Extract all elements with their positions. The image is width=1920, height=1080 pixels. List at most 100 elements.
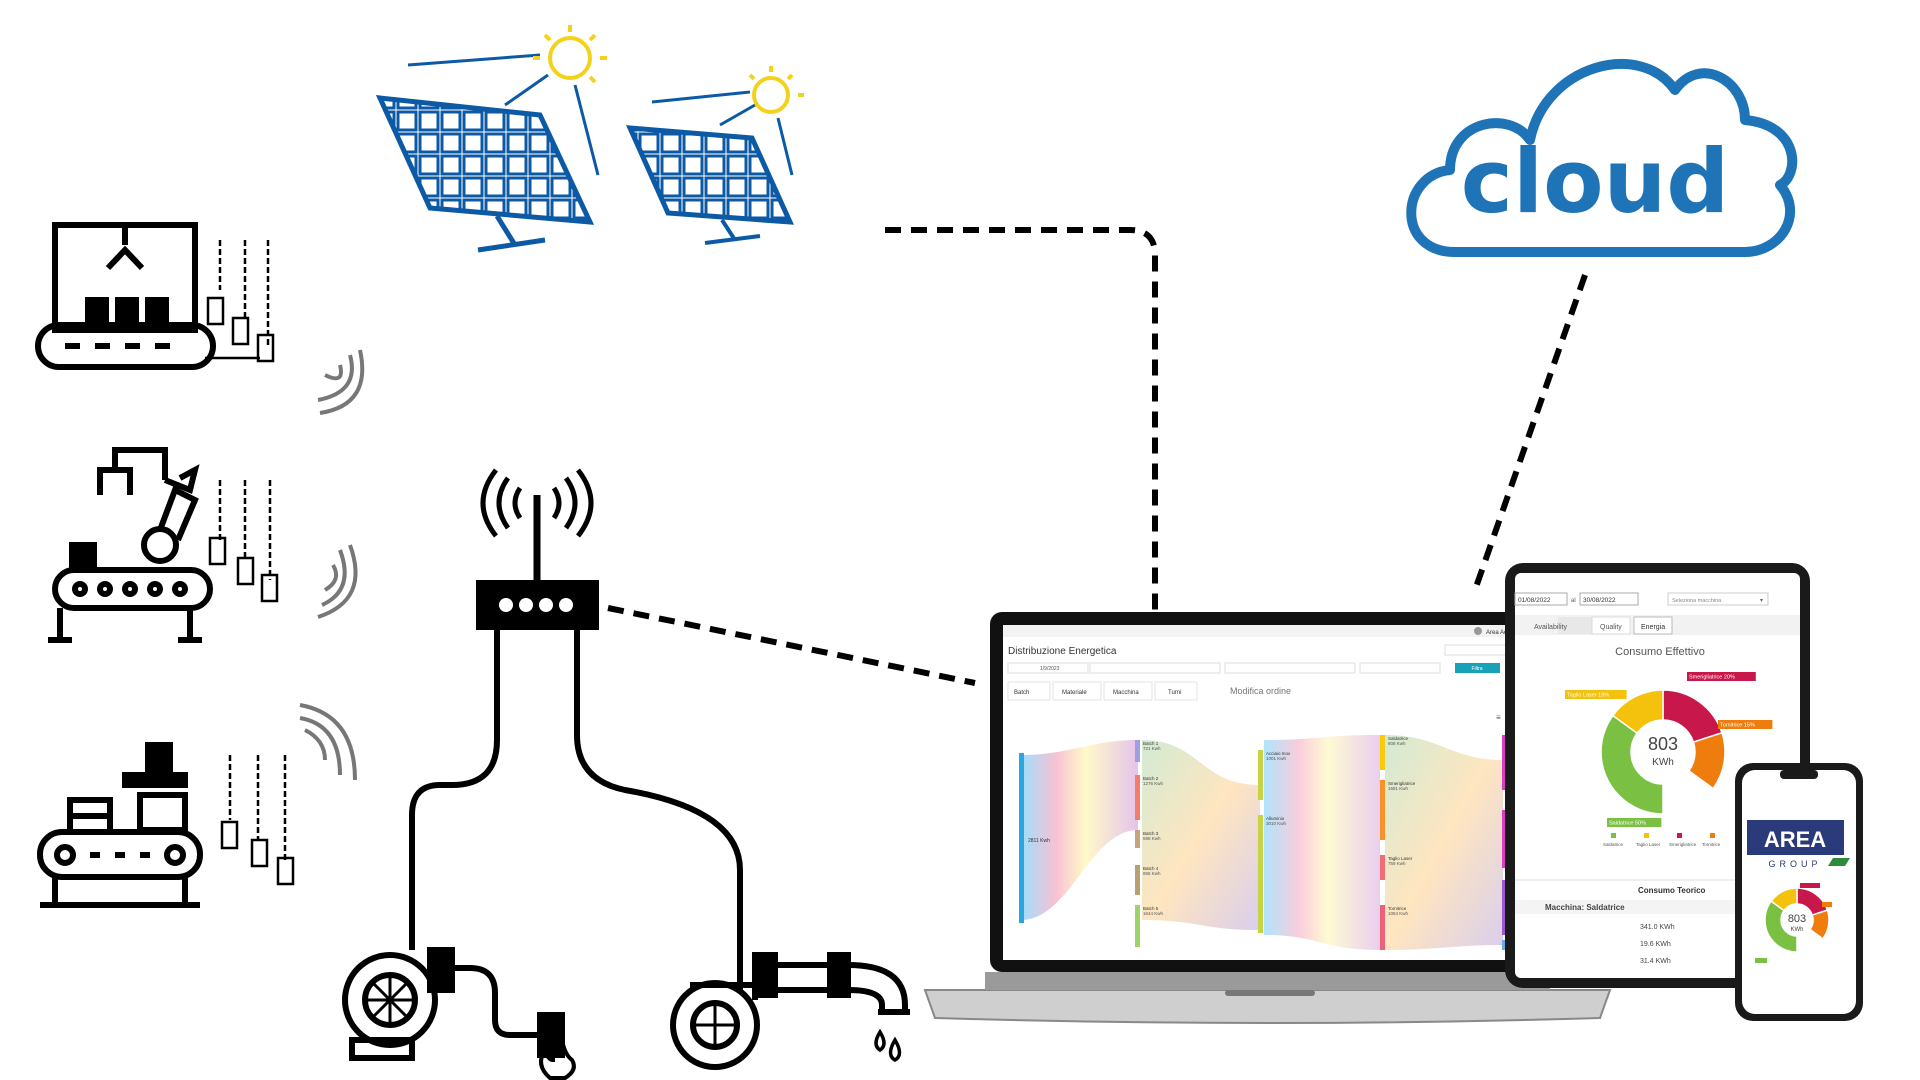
donut-slice-taglio-laser[interactable] <box>1770 887 1798 912</box>
laptop-filter-button[interactable] <box>1455 663 1500 673</box>
user-avatar-icon <box>1474 627 1482 635</box>
tablet-center-unit: KWh <box>1652 757 1674 768</box>
laptop-filter-label: Filtra <box>1471 666 1482 672</box>
legend-label: Tornitrice <box>1702 842 1721 847</box>
legend-swatch <box>1644 833 1649 838</box>
water-pump-meter-icon <box>670 952 910 1070</box>
connector-cloud-tablet <box>1472 274 1588 591</box>
laptop-tab-batch-label: Batch <box>1014 690 1029 696</box>
laptop-tab-materiale[interactable] <box>1052 681 1102 701</box>
tablet-tab-energia-label: Energia <box>1641 624 1665 631</box>
callout-badge <box>1607 818 1662 827</box>
tablet-tab-quality-label: Quality <box>1600 624 1622 631</box>
donut-slice-tornitrice[interactable] <box>1687 731 1726 790</box>
tablet-table-value-1: 341.0 KWh <box>1640 924 1675 931</box>
router-icon <box>476 468 599 630</box>
sankey-source-node[interactable] <box>1019 753 1024 923</box>
legend-swatch <box>1611 833 1616 838</box>
solar-panel-large-icon <box>375 53 600 253</box>
sankey-node-batches-0[interactable] <box>1135 740 1140 762</box>
sun-large-icon <box>533 25 607 84</box>
robotic-arm-machine-icon <box>48 447 213 643</box>
laptop-tab-batch[interactable] <box>1007 681 1051 701</box>
tablet-date-from: 01/08/2022 <box>1518 597 1551 604</box>
phone-donut-chart <box>1764 887 1830 953</box>
sankey-node-value: 1276 Kwh <box>1143 781 1164 786</box>
sankey-node-label: Batch 4 <box>1143 866 1159 871</box>
area-group-logo: AREA GROUP <box>1747 820 1850 869</box>
connector-router-laptop <box>607 605 976 686</box>
sankey-node-label: Batch 2 <box>1143 776 1159 781</box>
sankey-node-value: 1644 Kwh <box>1143 911 1164 916</box>
tablet-tab-energia[interactable] <box>1633 616 1673 635</box>
laptop-tab-macchina-label: Macchina <box>1113 690 1139 696</box>
tablet-date-to-input[interactable] <box>1579 592 1639 606</box>
tablet-table-value-3: 31.4 KWh <box>1640 958 1671 965</box>
sankey-node-batches-3[interactable] <box>1135 865 1140 895</box>
laptop-tab-bar: Batch Materiale Macchina Turni Modifica … <box>1007 681 1501 722</box>
tablet-center-value: 803 <box>1648 734 1678 754</box>
water-drops-icon <box>874 1028 902 1063</box>
laptop-shift-input[interactable] <box>1359 662 1441 674</box>
laptop-tab-turni-label: Turni <box>1168 690 1181 696</box>
laptop-date-input[interactable] <box>1007 662 1089 674</box>
sankey-node-value: 856 Kwh <box>1143 871 1161 876</box>
phone-center-value: 803 <box>1788 913 1806 925</box>
sankey-node-value: 1001 Kwh <box>1266 756 1287 761</box>
sankey-source-value: 2811 Kwh <box>1028 838 1050 844</box>
phone-center-unit: KWh <box>1790 927 1803 933</box>
laptop-tab-materiale-label: Materiale <box>1062 690 1087 696</box>
sankey-node-label: Batch 1 <box>1143 741 1159 746</box>
tablet-tab-quality[interactable] <box>1591 616 1631 635</box>
legend-label: Taglio Laser <box>1636 842 1661 847</box>
tablet-screen: 01/08/2022 al 30/08/2022 Seleziona macch… <box>1514 592 1800 965</box>
logo-area-text: AREA <box>1764 827 1826 852</box>
callout-label: Taglio Laser 15% <box>1567 693 1609 699</box>
tablet-tab-availability-label: Availability <box>1534 624 1567 631</box>
wireless-signal-2-icon <box>317 544 358 619</box>
sankey-node-machines-3[interactable] <box>1380 905 1385 950</box>
wireless-signal-3-icon <box>299 703 357 781</box>
sun-small-icon <box>748 66 804 114</box>
dashed-connectors <box>607 227 1588 686</box>
callout-badge <box>1718 720 1773 729</box>
laptop-user-name[interactable]: Area Admin <box>1486 630 1517 636</box>
sankey-node-materials-1[interactable] <box>1258 815 1263 933</box>
laptop-machine-input[interactable] <box>1089 662 1221 674</box>
laptop-tab-turni[interactable] <box>1154 681 1198 701</box>
sankey-node-shifts-0[interactable] <box>1502 735 1507 790</box>
sankey-node-shifts-3[interactable] <box>1502 940 1507 950</box>
laptop-material-input[interactable] <box>1224 662 1356 674</box>
logo-group-text: GROUP <box>1768 859 1821 869</box>
sankey-node-machines-0[interactable] <box>1380 735 1385 770</box>
tablet-machine-select[interactable] <box>1667 592 1769 606</box>
sankey-node-batches-4[interactable] <box>1135 905 1140 947</box>
callout-badge <box>1565 690 1627 699</box>
sankey-node-batches-2[interactable] <box>1135 830 1140 848</box>
tablet-callouts: Smerigliatrice 20%Taglio Laser 15%Tornit… <box>1565 672 1773 827</box>
sankey-node-shifts-1[interactable] <box>1502 810 1507 868</box>
sankey-node-label: Alluminio <box>1266 816 1285 821</box>
donut-slice-tornitrice[interactable] <box>1808 909 1830 940</box>
menu-icon[interactable]: ≡ <box>1496 713 1501 722</box>
sankey-node-machines-2[interactable] <box>1380 855 1385 880</box>
packaging-machine-icon <box>35 222 216 370</box>
sankey-node-shifts-2[interactable] <box>1502 880 1507 935</box>
sankey-node-batches-1[interactable] <box>1135 775 1140 820</box>
sankey-node-machines-1[interactable] <box>1380 780 1385 840</box>
laptop-order-label[interactable]: Modifica ordine <box>1230 686 1291 696</box>
sankey-node-value: 759 Kwh <box>1388 861 1406 866</box>
sankey-node-value: 1681 Kwh <box>1388 786 1409 791</box>
phone-screen: AREA GROUP 803 KWh <box>1747 820 1850 963</box>
callout-badge <box>1687 672 1756 681</box>
tablet-table-machine: Macchina: Saldatrice <box>1545 903 1625 912</box>
laptop-tab-macchina[interactable] <box>1103 681 1153 701</box>
cloud-label: cloud <box>1461 130 1729 233</box>
sankey-node-materials-0[interactable] <box>1258 750 1263 800</box>
tablet-date-from-input[interactable] <box>1514 592 1568 606</box>
tablet-tab-availability[interactable] <box>1558 617 1596 634</box>
donut-slice-taglio-laser[interactable] <box>1611 689 1664 735</box>
sankey-diagram: 2811 Kwh <box>1019 735 1503 950</box>
sankey-node-value: 3010 Kwh <box>1266 821 1287 826</box>
